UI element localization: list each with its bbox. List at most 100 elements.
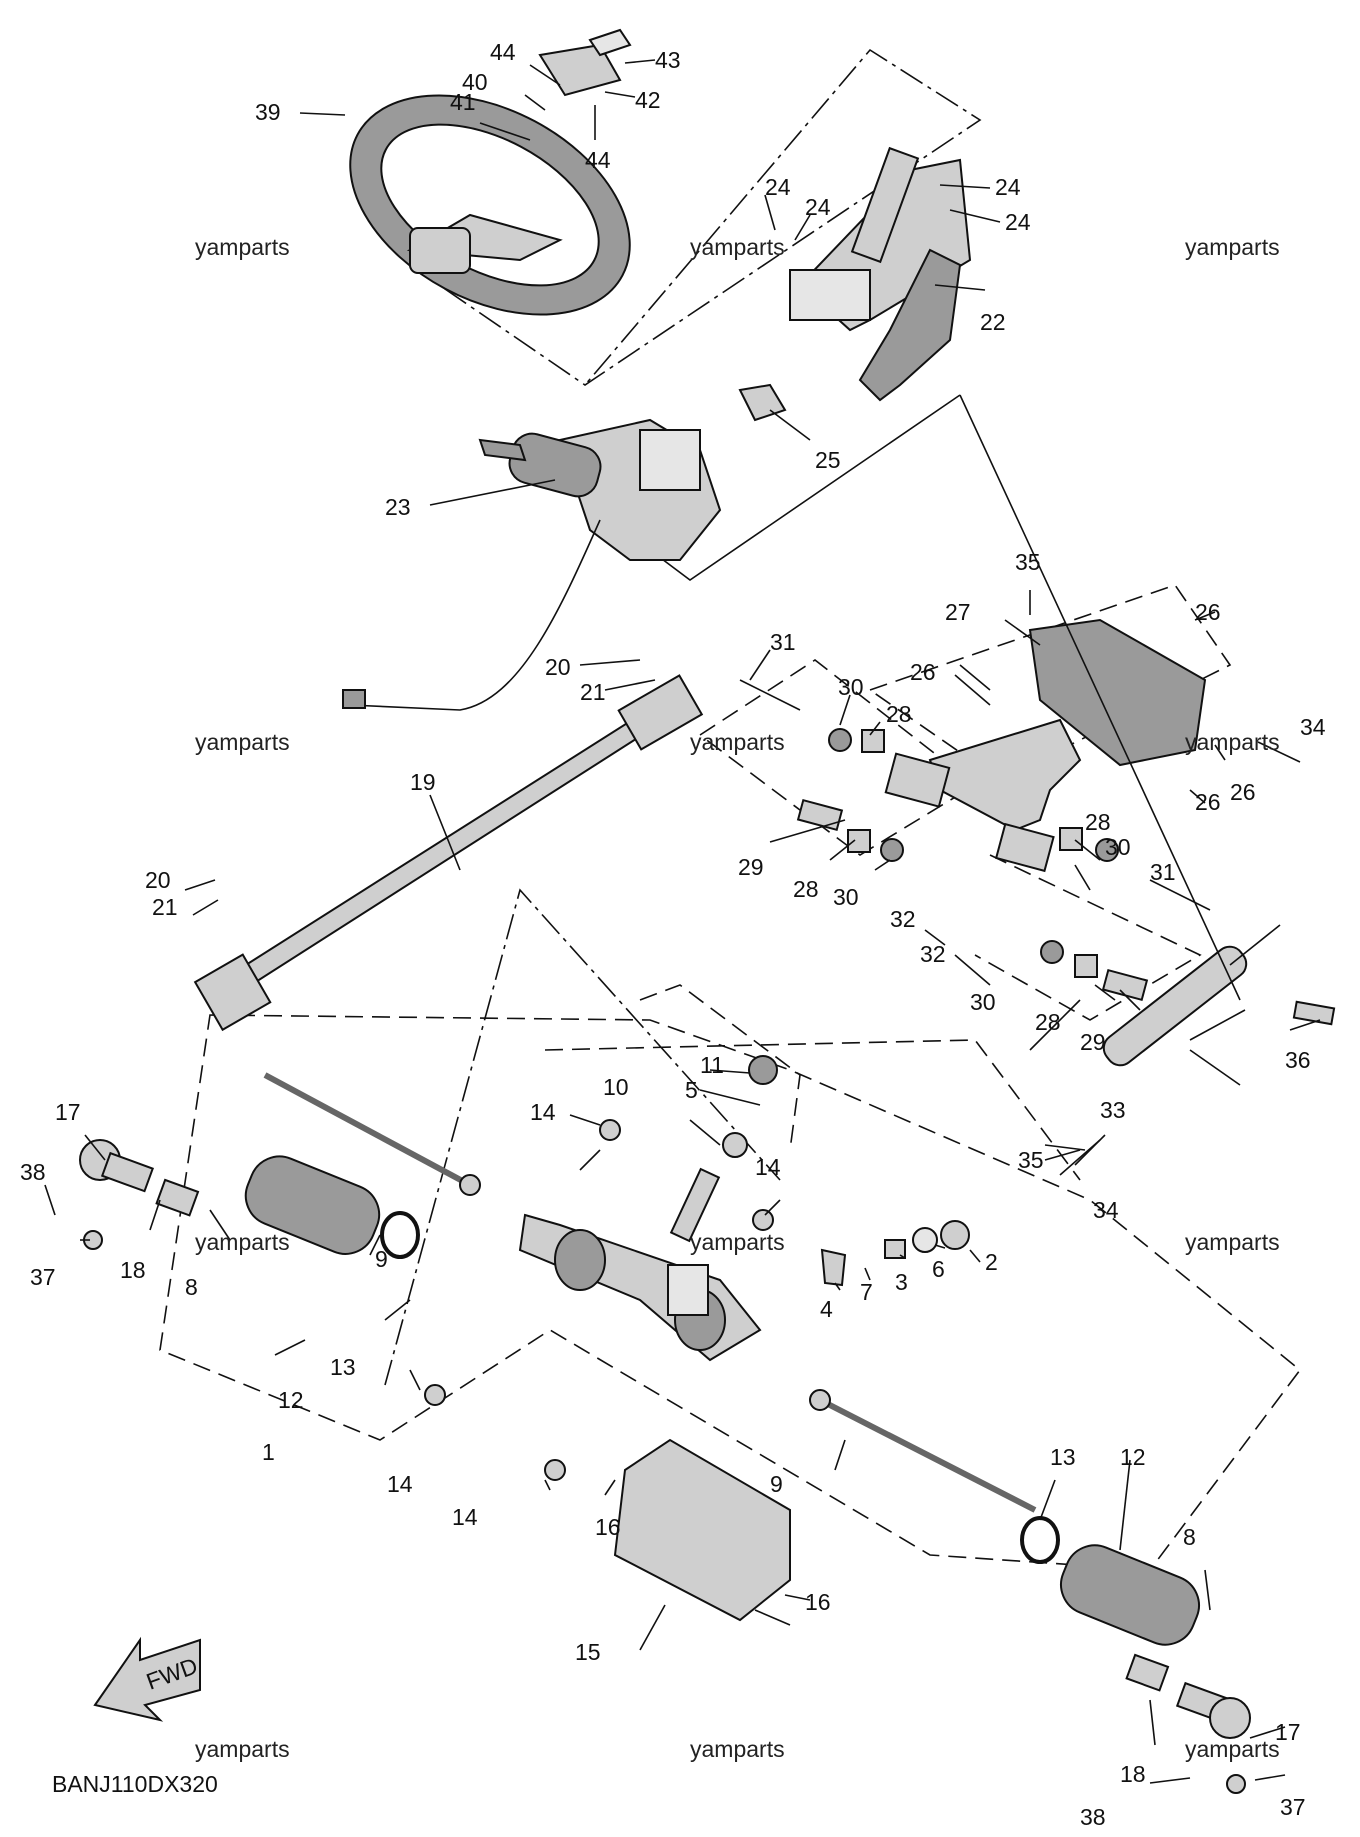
diagram-code: BANJ110DX320 xyxy=(52,1771,218,1797)
callout-43: 43 xyxy=(655,47,681,73)
watermark-text: yamparts xyxy=(1185,1736,1280,1762)
callout-30: 30 xyxy=(833,884,859,910)
callout-7: 7 xyxy=(860,1279,873,1305)
boot-left-part xyxy=(244,1155,381,1255)
callout-24: 24 xyxy=(805,194,831,220)
bushing-28c-part xyxy=(1059,827,1083,851)
spring-3-part xyxy=(884,1239,906,1259)
callout-8: 8 xyxy=(1183,1524,1196,1550)
callout-33: 33 xyxy=(1100,1097,1126,1123)
callout-8: 8 xyxy=(185,1274,198,1300)
nut-14c-part xyxy=(424,1384,446,1406)
callout-24: 24 xyxy=(1005,209,1031,235)
callout-10: 10 xyxy=(603,1074,629,1100)
yoke-4-part xyxy=(820,1248,847,1287)
callout-11: 11 xyxy=(700,1052,724,1078)
clamp-left-part xyxy=(380,1211,420,1259)
callout-5: 5 xyxy=(685,1077,698,1103)
emblem-part xyxy=(588,28,632,57)
bushing-28a-part xyxy=(861,729,885,753)
watermark-text: yamparts xyxy=(690,1736,785,1762)
watermark-text: yamparts xyxy=(195,729,290,755)
callout-26: 26 xyxy=(1195,599,1221,625)
bushing-29b-part xyxy=(1101,968,1149,1002)
tie-rod-end-right-part xyxy=(1175,1681,1251,1739)
bracket-25-part xyxy=(738,383,787,422)
nut-2-part xyxy=(940,1220,970,1250)
watermark-text: yamparts xyxy=(690,729,785,755)
callout-38: 38 xyxy=(1080,1804,1106,1830)
callout-13: 13 xyxy=(1050,1444,1076,1470)
bolt-31a-part xyxy=(739,679,801,711)
callout-20: 20 xyxy=(145,867,171,893)
callout-34: 34 xyxy=(1300,714,1326,740)
callout-18: 18 xyxy=(1120,1761,1146,1787)
watermark-text: yamparts xyxy=(195,234,290,260)
steering-rack-part xyxy=(518,1213,762,1362)
bearing-10-part xyxy=(722,1132,748,1158)
bushing-29a-part xyxy=(796,798,844,832)
callout-21: 21 xyxy=(152,894,178,920)
bushing-36-part xyxy=(1292,1000,1336,1026)
callout-21: 21 xyxy=(580,679,606,705)
intermediate-shaft-part xyxy=(193,674,704,1032)
watermark-text: yamparts xyxy=(195,1229,290,1255)
group-outline-pedal xyxy=(869,584,1232,781)
eps-unit-part xyxy=(342,418,722,711)
callout-28: 28 xyxy=(793,876,819,902)
fwd-arrow: FWD xyxy=(93,1636,201,1722)
callout-26: 26 xyxy=(1195,789,1221,815)
callout-13: 13 xyxy=(330,1354,356,1380)
bolt-31b-part xyxy=(1149,879,1211,911)
callout-34: 34 xyxy=(1093,1197,1119,1223)
callout-18: 18 xyxy=(120,1257,146,1283)
callout-12: 12 xyxy=(1120,1444,1146,1470)
callout-3: 3 xyxy=(895,1269,908,1295)
callout-17: 17 xyxy=(1275,1719,1301,1745)
callout-29: 29 xyxy=(1080,1029,1106,1055)
callout-30: 30 xyxy=(838,674,864,700)
callout-28: 28 xyxy=(1035,1009,1061,1035)
watermark-text: yamparts xyxy=(690,1229,785,1255)
callout-39: 39 xyxy=(255,99,281,125)
watermark-text: yamparts xyxy=(690,234,785,260)
watermark-text: yamparts xyxy=(195,1736,290,1762)
tie-rod-end-left-part xyxy=(79,1139,154,1193)
callout-4: 4 xyxy=(820,1296,833,1322)
callout-37: 37 xyxy=(1280,1794,1306,1820)
callout-25: 25 xyxy=(815,447,841,473)
pedal-bracket-part xyxy=(884,618,1207,873)
callout-24: 24 xyxy=(765,174,791,200)
bushing-28d-part xyxy=(1074,954,1098,978)
locknut-right-part xyxy=(1125,1653,1170,1692)
callout-14: 14 xyxy=(452,1504,478,1530)
group-outline-pinion xyxy=(639,984,801,1151)
nut-14b-part xyxy=(752,1209,774,1231)
callout-29: 29 xyxy=(738,854,764,880)
group-outline-steering-column xyxy=(409,48,982,386)
callout-14: 14 xyxy=(530,1099,556,1125)
washer-30b-part xyxy=(880,838,904,862)
callout-19: 19 xyxy=(410,769,436,795)
leader-lines xyxy=(44,59,1321,1784)
callout-40: 40 xyxy=(462,69,488,95)
steering-column-part xyxy=(789,146,972,402)
callout-27: 27 xyxy=(945,599,971,625)
callout-26: 26 xyxy=(910,659,936,685)
inner-rod-right-ball xyxy=(809,1389,831,1411)
inner-rod-right-part xyxy=(818,1397,1037,1513)
callout-23: 23 xyxy=(385,494,411,520)
callout-14: 14 xyxy=(387,1471,413,1497)
watermark-text: yamparts xyxy=(1185,1229,1280,1255)
callout-15: 15 xyxy=(575,1639,601,1665)
nut-14d-part xyxy=(544,1459,566,1481)
callout-31: 31 xyxy=(770,629,796,655)
callout-22: 22 xyxy=(980,309,1006,335)
cover-15-part xyxy=(613,1438,791,1622)
callout-1: 1 xyxy=(262,1439,275,1465)
callout-32: 32 xyxy=(890,906,916,932)
locknut-left-part xyxy=(155,1178,200,1217)
